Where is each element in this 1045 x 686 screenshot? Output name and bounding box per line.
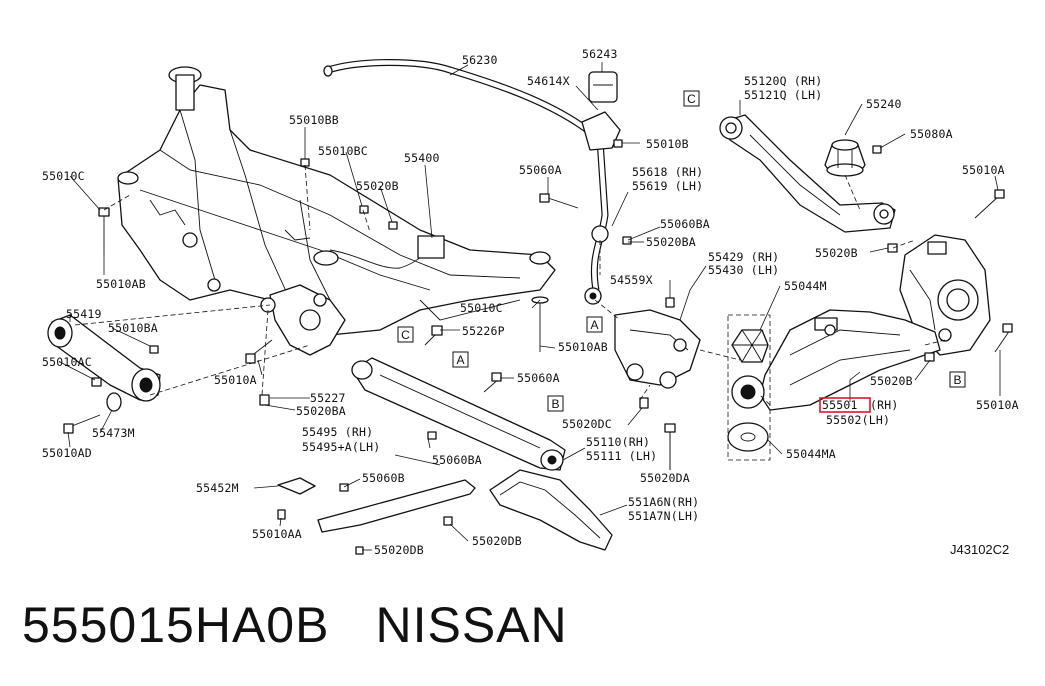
callout-label: 55010A	[214, 373, 257, 387]
callout-label: 56243	[582, 47, 618, 61]
upper-arm-drawing	[719, 114, 896, 233]
callout-label: 55010AA	[252, 527, 302, 541]
ref-box-letter: B	[551, 397, 559, 411]
callout-label: 55495 (RH)	[302, 425, 373, 439]
ref-box-letter: B	[953, 373, 961, 387]
callout-label: 55010C	[460, 301, 503, 315]
leader-lines	[59, 62, 1001, 551]
callout-label: 55020DC	[562, 417, 612, 431]
callout-label: 55020B	[870, 374, 913, 388]
ref-box-letter: C	[687, 92, 696, 106]
callout-label: 55060A	[517, 371, 560, 385]
callout-label: 55618 (RH)	[632, 165, 703, 179]
part-number: 555015HA0B	[22, 597, 330, 653]
callout-label: 55419	[66, 307, 102, 321]
ref-box: A	[586, 316, 603, 333]
bushing-set-drawing	[727, 314, 771, 461]
callout-label: 55110(RH)	[586, 435, 650, 449]
callout-label: 55060BA	[660, 217, 710, 231]
callout-label: 551A6N(RH)	[628, 495, 699, 509]
callout-label: 55010B	[646, 137, 689, 151]
callout-label: 55120Q (RH)	[744, 74, 822, 88]
callout-label: 55020DB	[472, 534, 522, 548]
ref-box: A	[452, 351, 469, 368]
callout-label: 55495+A(LH)	[302, 440, 380, 454]
callout-labels: 56230 56243 54614X 55010B 55120Q (RH) 55…	[42, 47, 1019, 557]
callout-label: 55400	[404, 151, 440, 165]
callout-label: 55226P	[462, 324, 505, 338]
callout-label: 54559X	[610, 273, 653, 287]
spring-seat-drawing	[824, 139, 866, 177]
callout-label: 55010A	[976, 398, 1019, 412]
callout-label: (RH)	[870, 398, 899, 412]
callout-label: 55080A	[910, 127, 953, 141]
ref-box-letter: A	[590, 318, 598, 332]
ref-box: B	[547, 395, 564, 412]
ref-box: C	[397, 326, 414, 343]
callout-label: 55010AB	[96, 277, 146, 291]
callout-label: 55044M	[784, 279, 827, 293]
callout-label: 55619 (LH)	[632, 179, 703, 193]
callout-label: 551A7N(LH)	[628, 509, 699, 523]
diagram-reference-code: J43102C2	[950, 542, 1010, 557]
callout-label: 55060A	[519, 163, 562, 177]
callout-label: 55430 (LH)	[708, 263, 779, 277]
callout-label: 55429 (RH)	[708, 250, 779, 264]
callout-label: 55020B	[815, 246, 858, 260]
callout-label: 55010BA	[108, 321, 158, 335]
callout-label: 54614X	[527, 74, 570, 88]
callout-label: 55060B	[362, 471, 405, 485]
callout-label: 55010AC	[42, 355, 92, 369]
heat-insulator-drawing	[489, 469, 613, 551]
callout-label: 55240	[866, 97, 902, 111]
callout-label: 55044MA	[786, 447, 836, 461]
callout-label: 55010BB	[289, 113, 339, 127]
callout-label: 55452M	[196, 481, 239, 495]
highlight-box	[819, 397, 871, 413]
callout-label: 55010AD	[42, 446, 92, 460]
callout-label: 55473M	[92, 426, 135, 440]
stabilizer-link-drawing	[614, 309, 701, 389]
callout-label: 55020BA	[646, 235, 696, 249]
brand-name: NISSAN	[375, 597, 568, 653]
callout-label: 55010BC	[318, 144, 368, 158]
stabilizer-bar-drawing	[323, 59, 621, 305]
assembly-lines	[74, 164, 946, 406]
ref-box: C	[683, 90, 700, 107]
callout-label: 55020DB	[374, 543, 424, 557]
lower-arm-drawing	[759, 309, 941, 411]
callout-label: 55502(LH)	[826, 413, 890, 427]
ref-box: B	[949, 371, 966, 388]
footer-caption: 555015HA0B NISSAN	[22, 596, 614, 654]
callout-label-highlighted: 55501	[822, 398, 858, 412]
ref-box-letter: A	[456, 353, 464, 367]
callout-label: 55060BA	[432, 453, 482, 467]
callout-label: 55010AB	[558, 340, 608, 354]
callout-label: 55010C	[42, 169, 85, 183]
ref-box-letter: C	[401, 328, 410, 342]
callout-label: 55121Q (LH)	[744, 88, 822, 102]
rear-subframe-drawing	[117, 66, 556, 356]
trailing-arm-left-drawing	[47, 314, 161, 412]
knuckle-drawing	[899, 234, 991, 356]
callout-label: 56230	[462, 53, 498, 67]
callout-label: 55020B	[356, 179, 399, 193]
callout-label: 55227	[310, 391, 346, 405]
lateral-rod-drawing	[277, 477, 476, 533]
callout-label: 55020BA	[296, 404, 346, 418]
callout-label: 55111 (LH)	[586, 449, 657, 463]
callout-label: 55010A	[962, 163, 1005, 177]
callout-label: 55020DA	[640, 471, 690, 485]
reference-boxes: C A C A B B	[397, 90, 966, 412]
hardware-drawing	[63, 139, 1013, 555]
